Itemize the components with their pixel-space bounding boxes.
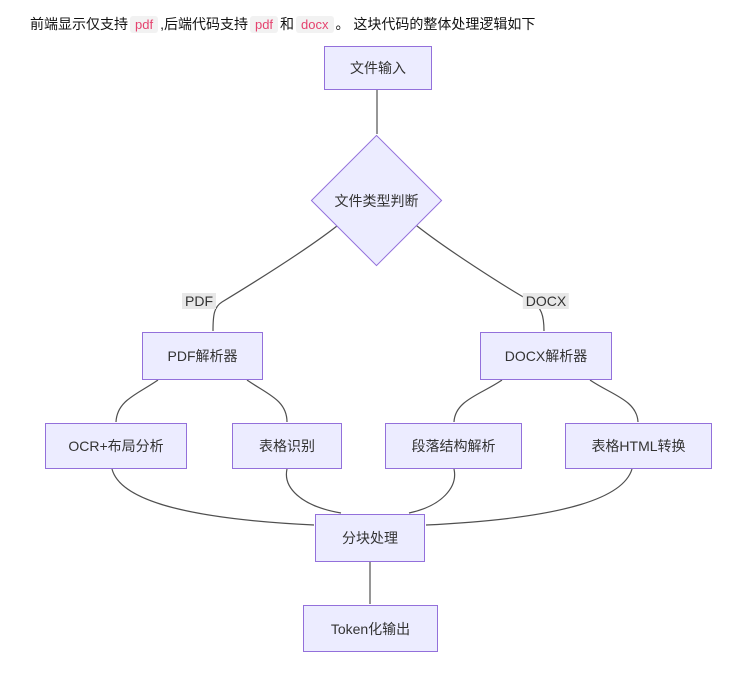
inline-code-pdf: pdf: [130, 16, 159, 33]
edge-decision-pdfparser: [212, 221, 343, 332]
edge-pdfparser-ocr: [115, 379, 159, 423]
edge-tablerec-chunk: [285, 468, 342, 514]
edge-label-pdf: PDF: [182, 293, 216, 309]
edge-label-docx: DOCX: [522, 293, 570, 309]
edge-para-chunk: [408, 468, 456, 514]
edge-docxparser-tablehtml: [589, 379, 639, 423]
inline-code-docx: docx: [296, 16, 334, 33]
inline-code-pdf: pdf: [249, 16, 279, 33]
node-docx-parser: DOCX解析器: [480, 332, 612, 380]
node-chunk-processing: 分块处理: [315, 514, 425, 562]
node-token-output: Token化输出: [303, 605, 438, 652]
node-ocr-layout-analysis: OCR+布局分析: [45, 423, 187, 469]
edge-tablehtml-chunk: [425, 468, 633, 526]
intro-segment: 和: [280, 16, 295, 32]
node-file-type-decision-label: 文件类型判断: [334, 192, 419, 209]
intro-segment: 。 这块代码的整体处理逻辑如下: [335, 16, 536, 32]
node-pdf-parser: PDF解析器: [142, 332, 263, 380]
edge-decision-docxparser: [411, 221, 545, 332]
node-paragraph-structure-parse: 段落结构解析: [385, 423, 522, 469]
node-table-recognition: 表格识别: [232, 423, 342, 469]
intro-segment: 前端显示仅支持: [30, 16, 128, 32]
node-file-input: 文件输入: [324, 46, 432, 90]
node-table-html-convert: 表格HTML转换: [565, 423, 712, 469]
edge-docxparser-para: [453, 379, 503, 423]
intro-segment: ,后端代码支持: [160, 16, 248, 32]
edge-ocr-chunk: [111, 468, 315, 526]
edge-pdfparser-tablerec: [246, 379, 288, 423]
